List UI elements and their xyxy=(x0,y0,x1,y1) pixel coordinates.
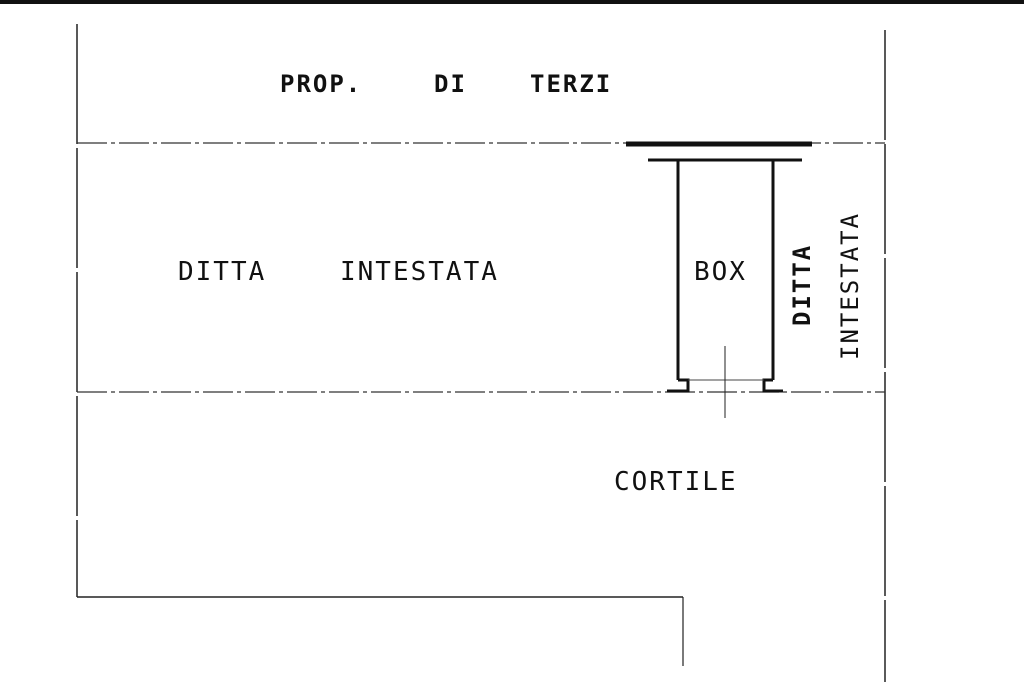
label-cortile: CORTILE xyxy=(614,467,738,497)
box-right-foot xyxy=(762,378,783,393)
box-left-foot xyxy=(667,378,690,393)
label-di: DI xyxy=(434,70,467,98)
label-side-intestata: INTESTATA xyxy=(836,212,864,360)
label-ditta: DITTA xyxy=(178,257,266,287)
label-side-ditta: DITTA xyxy=(788,244,816,326)
label-intestata: INTESTATA xyxy=(340,257,499,287)
label-terzi: TERZI xyxy=(530,70,612,98)
label-prop: PROP. xyxy=(280,70,362,98)
label-box: BOX xyxy=(694,257,747,287)
